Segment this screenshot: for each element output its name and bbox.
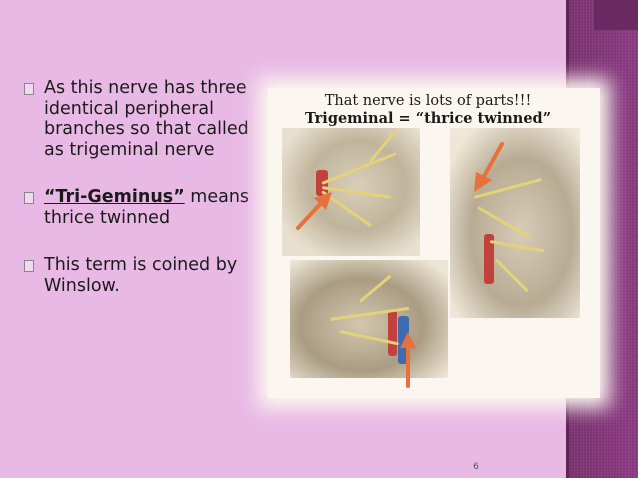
artery-shape [388, 310, 397, 356]
bullet-text: This term is coined by Winslow. [44, 255, 238, 296]
vein-shape [398, 316, 409, 364]
bullet-item: As this nerve has three identical periph… [24, 78, 254, 160]
artery-shape [484, 234, 494, 284]
bullet-marker-icon [24, 260, 34, 272]
bullet-item: “Tri-Geminus” means thrice twinned [24, 187, 254, 228]
page-number: 6 [473, 462, 479, 472]
image-title-line1: That nerve is lots of parts!!! [324, 93, 532, 109]
corner-accent [594, 0, 638, 30]
bullet-text: As this nerve has three identical periph… [44, 78, 249, 160]
bullet-list: As this nerve has three identical periph… [24, 78, 254, 323]
bullet-item: This term is coined by Winslow. [24, 255, 254, 296]
pointer-arrow-icon [400, 332, 416, 388]
bullet-marker-icon [24, 192, 34, 204]
pointer-arrow-icon [296, 192, 332, 230]
pointer-arrow-icon [474, 142, 504, 192]
trigeminal-illustration-skull [450, 128, 580, 318]
image-title-line2: Trigeminal = “thrice twinned” [304, 110, 552, 127]
bullet-marker-icon [24, 83, 34, 95]
bullet-text-rest: means thrice twinned [44, 187, 250, 228]
bullet-text: “Tri-Geminus” means thrice twinned [44, 187, 249, 228]
image-title: That nerve is lots of parts!!! Trigemina… [278, 92, 578, 128]
trigeminal-illustration-ganglion [290, 260, 448, 378]
bullet-emphasis: “Tri-Geminus” [44, 187, 185, 207]
